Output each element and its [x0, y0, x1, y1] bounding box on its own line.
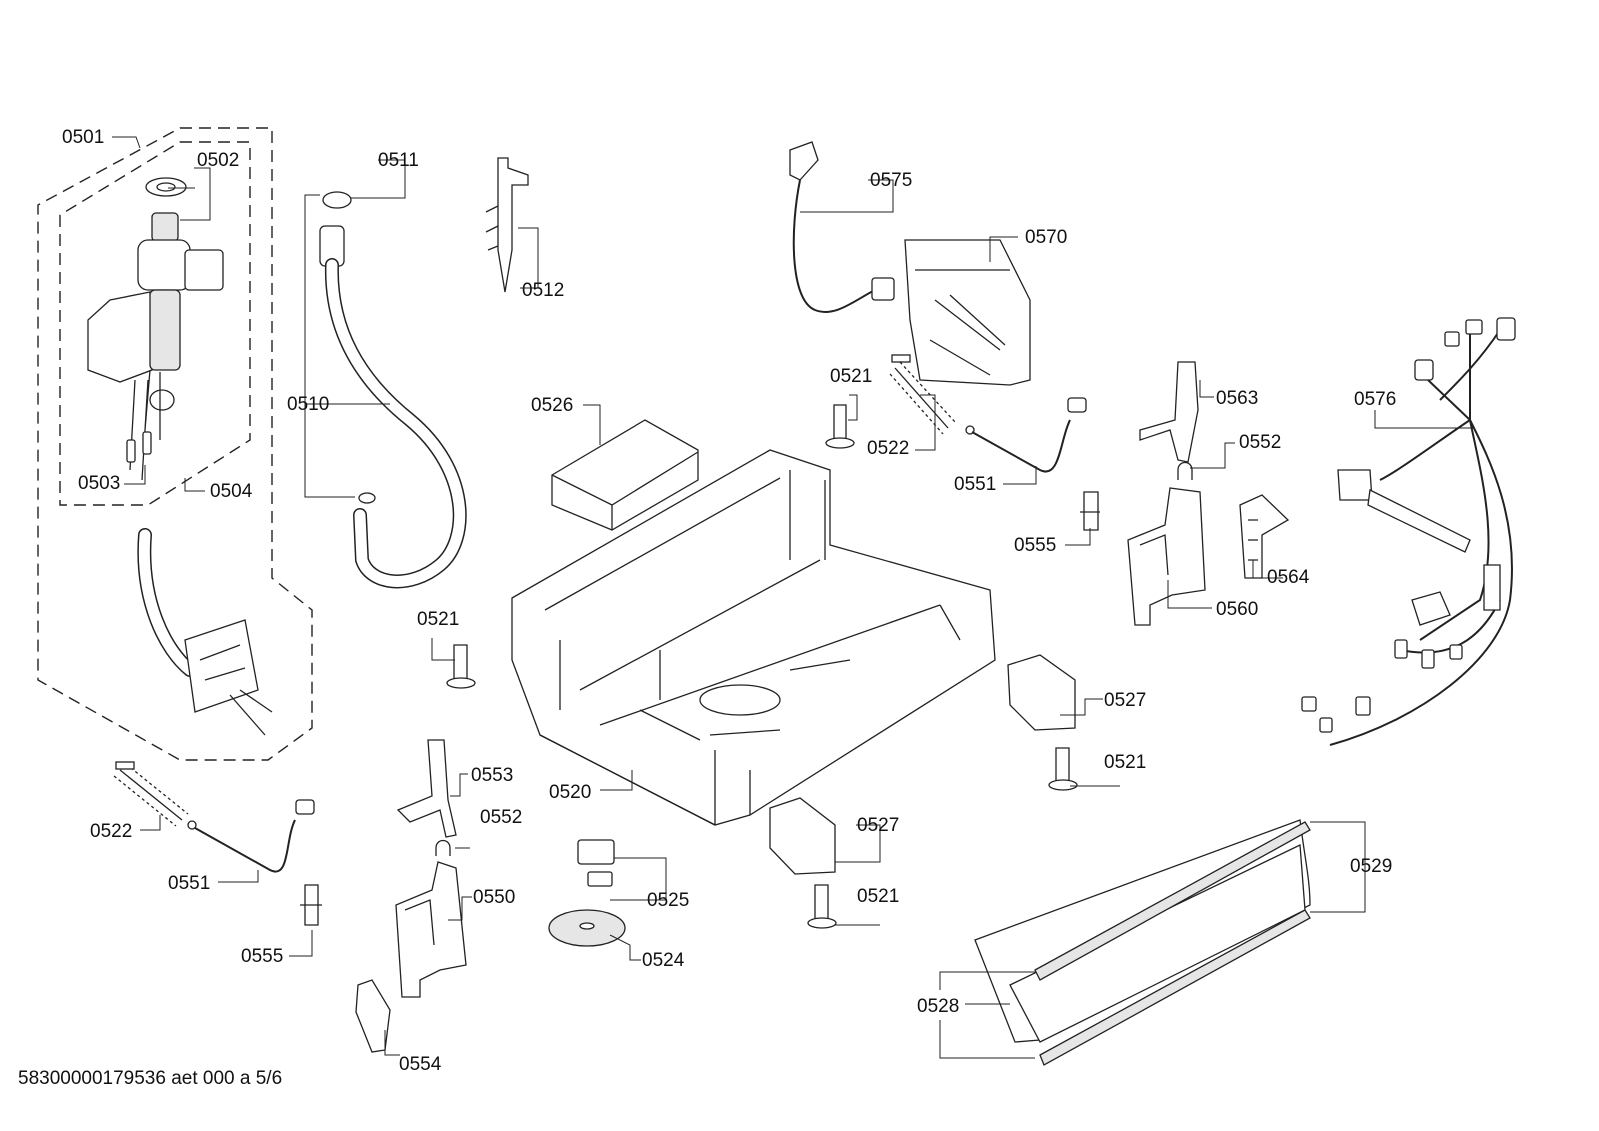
spring-0522-a [889, 354, 956, 435]
label-0563: 0563 [1216, 388, 1258, 409]
label-0564: 0564 [1267, 567, 1310, 588]
clip-0555-a [1080, 491, 1100, 531]
label-0521-d: 0521 [857, 886, 899, 907]
label-0554: 0554 [399, 1054, 442, 1075]
label-0551-b: 0551 [168, 873, 210, 894]
label-0511: 0511 [378, 150, 419, 171]
label-0553: 0553 [471, 765, 513, 786]
label-0527-b: 0527 [857, 815, 899, 836]
label-0510: 0510 [287, 394, 329, 415]
label-0555-b: 0555 [241, 946, 283, 967]
hinge-0560 [1127, 487, 1206, 626]
label-0575: 0575 [870, 170, 912, 191]
hose-0504 [137, 528, 273, 736]
assembly-outline-0501 [37, 127, 313, 761]
hinge-0550 [395, 861, 467, 998]
label-0501: 0501 [62, 127, 104, 148]
label-0555-a: 0555 [1014, 535, 1056, 556]
hinge-0553 [396, 739, 457, 838]
label-0552-b: 0552 [480, 807, 522, 828]
label-0552-a: 0552 [1239, 432, 1281, 453]
label-0520: 0520 [549, 782, 591, 803]
sensor-cable-0551-a [965, 397, 1087, 473]
spring-0522-b [113, 761, 189, 827]
label-0521-b: 0521 [417, 609, 459, 630]
label-0502: 0502 [197, 150, 239, 171]
label-0570: 0570 [1025, 227, 1067, 248]
base-frame-0520 [511, 449, 996, 826]
washer-0552-b [435, 839, 451, 856]
wiring-harness-0576 [1301, 317, 1516, 746]
label-0550: 0550 [473, 887, 515, 908]
label-0522-a: 0522 [867, 438, 909, 459]
washer-0552-a [1177, 461, 1193, 480]
clip-0555-b [300, 884, 322, 926]
label-0576: 0576 [1354, 389, 1396, 410]
label-0526: 0526 [531, 395, 573, 416]
label-0551-a: 0551 [954, 474, 996, 495]
footer-reference: 58300000179536 aet 000 a 5/6 [18, 1068, 282, 1089]
foot-0521-b [446, 644, 476, 689]
kickplate-0528 [974, 819, 1311, 1066]
label-0512: 0512 [522, 280, 564, 301]
inlet-valve-0502 [87, 177, 224, 481]
label-0529: 0529 [1350, 856, 1392, 877]
power-cable-0575 [789, 141, 895, 313]
label-0522-b: 0522 [90, 821, 132, 842]
part-labels: 0501 0502 0503 0504 0511 0510 0512 0575 … [18, 127, 1396, 1089]
label-0524: 0524 [642, 950, 685, 971]
leader-lines [112, 136, 1475, 1059]
control-module-0570 [904, 239, 1031, 386]
label-0527-a: 0527 [1104, 690, 1146, 711]
label-0560: 0560 [1216, 599, 1258, 620]
hinge-0563 [1139, 361, 1199, 463]
part-0525 [577, 839, 615, 887]
label-0521-a: 0521 [830, 366, 872, 387]
foot-0521-c [1048, 747, 1078, 791]
sensor-cable-0551-b [187, 799, 315, 873]
box-0526 [551, 419, 699, 531]
disc-0524 [548, 909, 626, 947]
foot-housing-0527-b [769, 797, 836, 875]
foot-housing-0527-a [1007, 654, 1076, 731]
label-0521-c: 0521 [1104, 752, 1146, 773]
spring-holder-0564 [1239, 494, 1290, 579]
label-0528: 0528 [917, 996, 959, 1017]
label-0525: 0525 [647, 890, 689, 911]
label-0503: 0503 [78, 473, 120, 494]
assembly-outline-0504 [59, 141, 251, 506]
label-0504: 0504 [210, 481, 253, 502]
foot-0521-a [825, 404, 855, 449]
hose-0510 [319, 191, 467, 589]
foot-0521-d [807, 884, 837, 929]
bracket-0512 [485, 157, 529, 293]
